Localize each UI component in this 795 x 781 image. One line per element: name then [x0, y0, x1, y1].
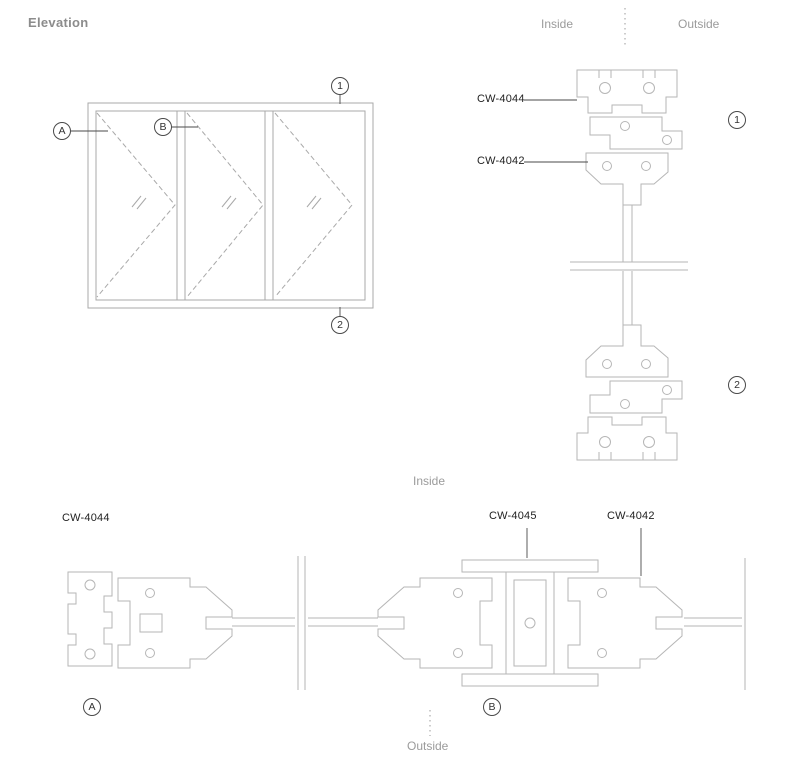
horizontal-section-left-glass: [232, 556, 378, 690]
vertical-section-marker-1: 1: [728, 111, 746, 129]
horizontal-section-meeting-detail: [377, 559, 683, 687]
vertical-section-glass: [570, 205, 688, 325]
vertical-section-marker-2: 2: [728, 376, 746, 394]
elevation-detail-marker-a: A: [53, 122, 71, 140]
vertical-section-inside-label: Inside: [541, 17, 574, 31]
profile-label-cw4042-horizontal: CW-4042: [607, 510, 655, 522]
glass-hatch-symbols: [131, 195, 322, 210]
elevation-window-drawing: [87, 102, 374, 309]
horizontal-section-marker-b: B: [483, 698, 501, 716]
elevation-title: Elevation: [28, 15, 89, 30]
profile-label-cw4045-horizontal: CW-4045: [489, 510, 537, 522]
profile-label-cw4044-horizontal: CW-4044: [62, 512, 110, 524]
horizontal-section-jamb-detail: [67, 571, 233, 669]
horizontal-section-outside-label: Outside: [407, 739, 449, 753]
elevation-detail-marker-2: 2: [331, 316, 349, 334]
elevation-leader-lines: [71, 95, 341, 316]
vertical-section-leader-lines: [524, 99, 588, 163]
profile-label-cw4044-vertical: CW-4044: [477, 93, 525, 105]
horizontal-section-marker-a: A: [83, 698, 101, 716]
vertical-section-head-detail: [576, 69, 683, 206]
vertical-section-outside-label: Outside: [678, 17, 720, 31]
elevation-detail-marker-b: B: [154, 118, 172, 136]
horizontal-section-inside-label: Inside: [413, 474, 446, 488]
profile-label-cw4042-vertical: CW-4042: [477, 155, 525, 167]
elevation-detail-marker-1: 1: [331, 77, 349, 95]
vertical-section-sill-detail: [576, 324, 683, 461]
horizontal-section-leader-lines: [526, 528, 642, 576]
horizontal-section-right-glass: [684, 558, 746, 690]
panel-swing-direction-lines: [96, 112, 353, 298]
